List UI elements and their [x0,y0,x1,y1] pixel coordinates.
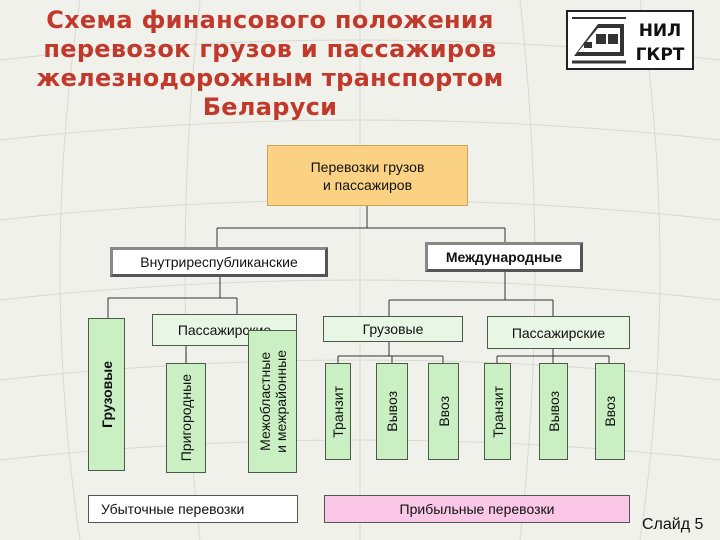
passenger-export-node: Вывоз [539,363,568,460]
train-icon [570,14,628,66]
interregional-node: Межобластные и межрайонные [248,330,297,473]
passenger-export-label: Вывоз [545,391,562,432]
interregional-label: Межобластные и межрайонные [257,350,289,453]
suburban-label: Пригородные [178,374,194,462]
domestic-passenger-label: Пассажирские [177,322,272,338]
passenger-transit-label: Транзит [489,385,506,438]
interregional-line1: Межобластные [256,352,273,451]
profit-label: Прибыльные перевозки [399,501,555,517]
profit-box: Прибыльные перевозки [324,495,630,523]
title-line: Схема финансового положения [46,6,494,34]
loss-box: Убыточные перевозки [88,495,298,523]
passenger-import-label: Ввоз [602,396,618,427]
intl-cargo-node: Грузовые [323,316,463,342]
suburban-node: Пригородные [166,363,206,473]
logo-text-line1: НИЛ [639,21,682,41]
passenger-import-node: Ввоз [595,363,625,460]
domestic-cargo-node: Грузовые [88,318,125,471]
international-label: Международные [445,249,563,265]
root-node: Перевозки грузов и пассажиров [267,145,468,206]
intl-passenger-node: Пассажирские [487,316,630,349]
international-node: Международные [425,242,583,272]
cargo-transit-label: Транзит [330,385,346,438]
root-line1: Перевозки грузов [310,158,425,175]
domestic-node: Внутриреспубликанские [110,247,328,277]
cargo-transit-node: Транзит [325,363,351,460]
domestic-cargo-label: Грузовые [98,361,115,428]
passenger-transit-node: Транзит [484,363,511,460]
cargo-import-label: Ввоз [435,396,452,427]
slide-title: Схема финансового положения перевозок гр… [20,6,520,122]
slide-number: Слайд 5 [642,516,704,533]
cargo-export-node: Вывоз [376,363,408,460]
logo-text-line2: ГКРТ [636,45,685,65]
title-line: железнодорожным транспортом [36,64,504,92]
title-line: Беларуси [202,93,338,121]
intl-cargo-label: Грузовые [362,321,424,337]
cargo-export-label: Вывоз [384,391,400,432]
intl-passenger-label: Пассажирские [511,324,606,341]
title-line: перевозок грузов и пассажиров [43,35,497,63]
cargo-import-node: Ввоз [428,363,459,460]
loss-label: Убыточные перевозки [101,501,245,517]
nil-gkrt-logo: НИЛ ГКРТ [566,10,694,70]
domestic-label: Внутриреспубликанские [140,254,298,270]
root-line2: и пассажиров [322,176,413,193]
interregional-line2: и межрайонные [272,350,289,453]
